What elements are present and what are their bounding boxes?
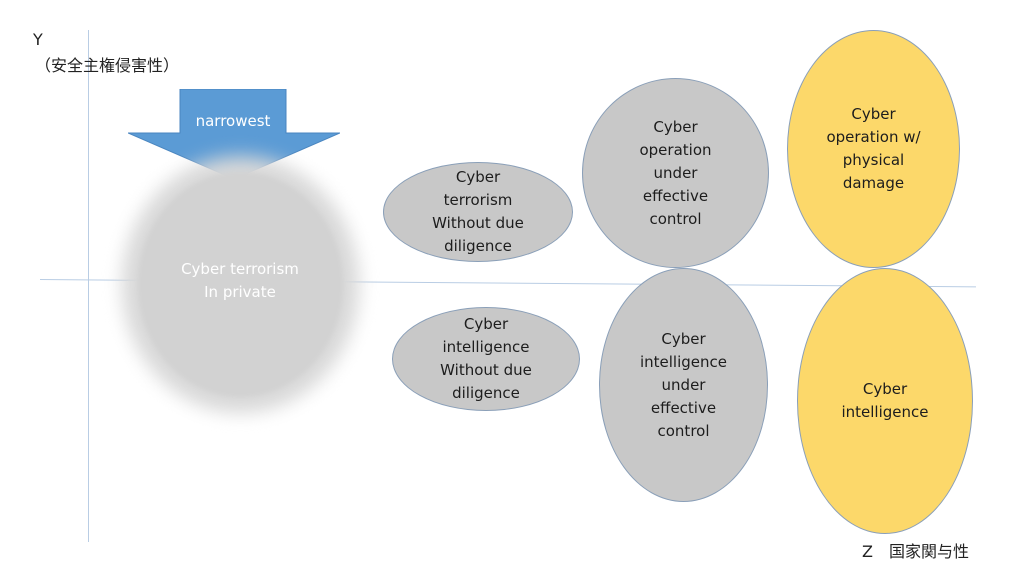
- y-axis-line: [88, 30, 89, 542]
- cyber-intelligence-state: Cyber intelligence: [797, 268, 973, 534]
- cyber-operation-under-effective-control-label: Cyber operation under effective control: [639, 117, 712, 228]
- z-axis-label: Z 国家関与性: [862, 542, 969, 561]
- y-axis-letter: Y: [33, 30, 43, 49]
- cyber-intelligence-under-effective-control: Cyber intelligence under effective contr…: [599, 268, 768, 502]
- cyber-intelligence-under-effective-control-label: Cyber intelligence under effective contr…: [639, 329, 728, 440]
- cyber-operation-under-effective-control: Cyber operation under effective control: [582, 78, 769, 268]
- cyber-intelligence-state-label: Cyber intelligence: [841, 380, 929, 421]
- cyber-terrorism-private-label: Cyber terrorism In private: [181, 260, 299, 301]
- cyber-operation-with-physical-damage: Cyber operation w/ physical damage: [787, 30, 960, 268]
- cyber-terrorism-without-due-diligence-label: Cyber terrorism Without due diligence: [432, 168, 524, 255]
- y-axis-description: （安全主権侵害性）: [35, 56, 180, 75]
- cyber-intelligence-without-due-diligence-label: Cyber intelligence Without due diligence: [440, 315, 532, 402]
- narrowest-arrow: [128, 89, 340, 179]
- narrowest-arrow-shape: [128, 89, 340, 179]
- cyber-terrorism-private-blob: [138, 172, 343, 397]
- cyber-terrorism-without-due-diligence: Cyber terrorism Without due diligence: [383, 162, 573, 262]
- cyber-operation-with-physical-damage-label: Cyber operation w/ physical damage: [826, 105, 921, 192]
- cyber-intelligence-without-due-diligence: Cyber intelligence Without due diligence: [392, 307, 580, 411]
- narrowest-arrow-label: narrowest: [195, 112, 271, 130]
